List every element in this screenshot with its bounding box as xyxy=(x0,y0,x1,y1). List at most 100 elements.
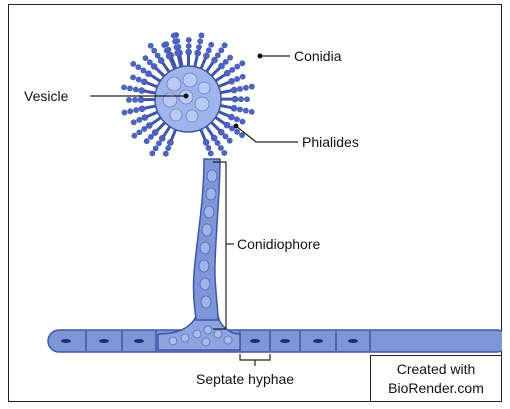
conidium xyxy=(164,48,169,53)
conidium xyxy=(136,65,141,70)
conidium xyxy=(228,114,234,120)
conidium xyxy=(137,117,142,122)
conidium xyxy=(234,117,239,122)
conidium xyxy=(136,77,141,82)
conidium xyxy=(159,135,165,141)
phialide xyxy=(215,117,224,123)
conidium xyxy=(148,134,153,139)
conidium xyxy=(186,37,191,42)
conidium xyxy=(237,107,242,112)
conidiophore-stalk xyxy=(193,159,220,320)
conidium xyxy=(155,53,160,58)
conidium xyxy=(199,33,204,38)
phialide xyxy=(151,75,160,81)
conidium xyxy=(145,71,151,77)
conidium xyxy=(232,96,238,102)
conidium xyxy=(215,140,220,145)
conidium xyxy=(195,50,201,56)
phialide xyxy=(156,69,164,77)
phialide xyxy=(157,123,165,131)
foot-cell xyxy=(158,316,240,350)
conidium xyxy=(186,43,191,48)
conidium xyxy=(144,139,149,144)
conidium xyxy=(227,138,232,143)
conidium xyxy=(131,61,136,66)
phialide xyxy=(201,129,205,139)
conidium xyxy=(138,97,144,103)
phialide xyxy=(171,130,175,140)
conidium xyxy=(146,123,152,129)
conidium xyxy=(238,97,243,102)
aspergillus-diagram: Vesicle Conidia Phialides Conidiophore S… xyxy=(8,4,502,402)
label-phialides: Phialides xyxy=(302,134,359,150)
vesicle xyxy=(155,66,221,132)
conidium xyxy=(143,56,148,61)
conidium xyxy=(239,133,244,138)
watermark-line-1: Created with xyxy=(371,360,501,379)
conidium xyxy=(121,85,126,90)
conidium xyxy=(156,141,161,146)
conidium xyxy=(137,130,142,135)
phialide xyxy=(220,106,231,108)
phialide xyxy=(206,126,212,135)
conidium xyxy=(218,129,224,135)
conidium xyxy=(234,129,239,134)
conidium xyxy=(163,151,168,156)
conidium xyxy=(211,135,217,141)
conidium xyxy=(153,146,158,151)
conidium xyxy=(235,64,240,69)
conidium xyxy=(126,97,131,102)
conidium xyxy=(175,50,181,56)
conidium xyxy=(147,60,152,65)
conidium xyxy=(196,45,201,50)
conidium xyxy=(219,48,224,53)
phialide xyxy=(145,91,156,93)
phialide xyxy=(220,91,231,93)
conidium xyxy=(206,48,211,53)
phialide xyxy=(207,63,213,72)
phialide xyxy=(216,75,225,81)
conidium xyxy=(203,53,209,59)
conidium xyxy=(127,86,132,91)
phialide xyxy=(201,59,205,69)
conidium xyxy=(139,106,145,112)
conidium xyxy=(249,109,254,114)
label-conidiophore: Conidiophore xyxy=(237,236,320,252)
conidium xyxy=(231,87,237,93)
conidium xyxy=(224,70,230,76)
conidium xyxy=(141,79,147,85)
conidium xyxy=(139,88,145,94)
conidium xyxy=(174,45,179,50)
conidium xyxy=(148,43,153,48)
conidium xyxy=(237,86,242,91)
conidium xyxy=(203,139,209,145)
conidium xyxy=(222,150,227,155)
conidium xyxy=(240,74,245,79)
conidium xyxy=(162,42,167,47)
conidium xyxy=(206,145,211,150)
conidium xyxy=(230,67,235,72)
phialide xyxy=(145,106,156,108)
conidium xyxy=(133,87,138,92)
conidium xyxy=(171,33,176,38)
conidium xyxy=(223,59,228,64)
phialide xyxy=(163,63,169,72)
septate-hyphae xyxy=(48,330,502,352)
conidium xyxy=(211,57,217,63)
label-conidia: Conidia xyxy=(294,48,342,64)
label-vesicle: Vesicle xyxy=(24,88,69,104)
conidium xyxy=(218,145,223,150)
conidium xyxy=(141,68,146,73)
conidium xyxy=(173,39,178,44)
conidium xyxy=(122,110,127,115)
phialide xyxy=(195,56,197,67)
conidium xyxy=(223,134,228,139)
conidium xyxy=(150,151,155,156)
conidium xyxy=(128,109,133,114)
conidium xyxy=(231,105,237,111)
conidium xyxy=(142,115,148,121)
biorender-watermark: Created with BioRender.com xyxy=(370,355,502,402)
conidium xyxy=(166,53,172,59)
conidium xyxy=(227,55,232,60)
conidium xyxy=(152,130,158,136)
